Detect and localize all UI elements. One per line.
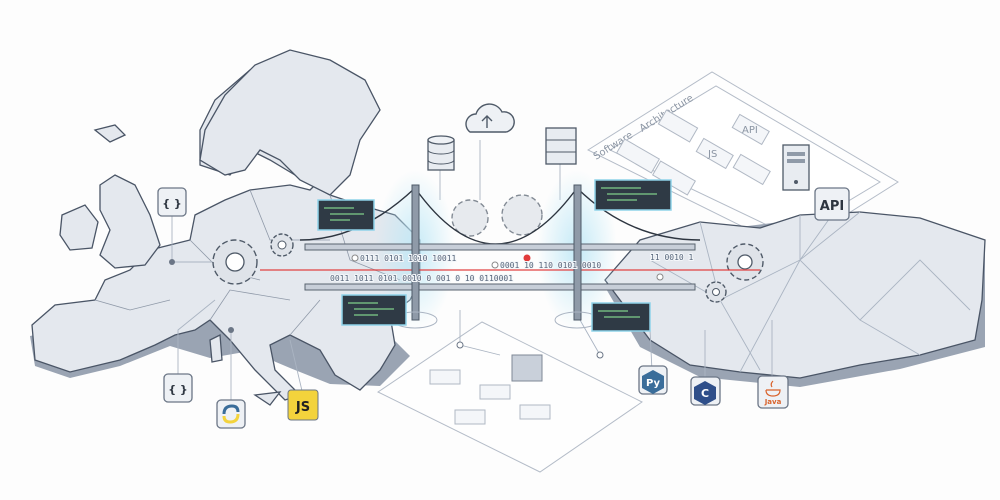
- code-lines: [324, 187, 657, 318]
- gear-icon: [212, 239, 258, 285]
- java-label: Java: [764, 398, 782, 406]
- server-tower-icon: [782, 144, 810, 191]
- lower-diagram-node: [429, 369, 461, 385]
- binary-stream-right: 11 0010 1: [650, 253, 694, 262]
- braces-badge-top: { }: [157, 187, 187, 217]
- server-rack-icon: [545, 127, 577, 165]
- data-packet: [656, 273, 664, 281]
- api-badge: API: [814, 187, 850, 221]
- diagram-node-js: [695, 137, 734, 170]
- bridge-upper-deck: [304, 243, 696, 251]
- sardinia: [209, 333, 223, 363]
- coffee-cup-icon: [765, 380, 781, 397]
- python-icon: [222, 404, 240, 415]
- braces-icon: { }: [162, 197, 182, 210]
- gear-icon: [501, 194, 543, 236]
- csharp-badge: C: [690, 376, 721, 406]
- braces-icon: { }: [168, 383, 188, 396]
- network-node: [456, 341, 464, 349]
- network-node: [596, 351, 604, 359]
- java-badge: Java: [757, 375, 789, 409]
- data-packet: [523, 254, 531, 262]
- database-icon: [427, 135, 455, 171]
- diagram-node: [615, 138, 661, 174]
- gear-icon: [705, 281, 727, 303]
- asia-map: [604, 211, 986, 387]
- data-packet: [351, 254, 359, 262]
- bridge-tower-left: [411, 184, 420, 321]
- binary-stream-upper: 0111 0101 1010 10011: [360, 254, 457, 263]
- code-panel: [317, 199, 375, 231]
- ireland: [59, 204, 99, 251]
- network-node: [228, 327, 234, 333]
- lower-flow-diagram: [377, 321, 643, 473]
- lower-diagram-node: [479, 384, 511, 400]
- js-icon: JS: [295, 400, 310, 415]
- browser-window-icon: [511, 354, 543, 382]
- diagram-node-js-label: JS: [707, 149, 717, 160]
- network-node: [169, 259, 175, 265]
- anatolia-asia-landmass: [604, 211, 986, 379]
- data-packet: [491, 261, 499, 269]
- sicily: [253, 391, 282, 406]
- braces-badge-bottom: { }: [163, 373, 193, 403]
- gear-icon: [726, 243, 764, 281]
- lower-diagram-node: [519, 404, 551, 420]
- diagram-node: [657, 109, 699, 143]
- gears: [212, 194, 764, 303]
- network-connections: [169, 140, 833, 400]
- gear-icon: [451, 199, 489, 237]
- api-badge-label: API: [820, 199, 844, 214]
- diagram-node: [732, 153, 771, 186]
- europe-map: [30, 49, 421, 406]
- code-snippets: [317, 179, 672, 332]
- python-icon: [222, 413, 240, 424]
- great-britain: [99, 174, 161, 269]
- csharp-icon: C: [701, 387, 709, 400]
- lower-diagram-node: [454, 409, 486, 425]
- cloud-upload-icon: [465, 103, 515, 133]
- js-badge: JS: [287, 389, 319, 421]
- python-logo-badge: [216, 399, 246, 429]
- diagram-node-api-label: API: [742, 125, 758, 136]
- code-panel: [591, 302, 651, 332]
- scandinavia: [199, 49, 381, 196]
- binary-stream-lower: 0011 1011 0101 0010 0 001 0 10 0110001: [330, 274, 513, 283]
- bridge-tower-right: [573, 184, 582, 321]
- code-panel: [341, 294, 407, 326]
- iceland: [93, 124, 127, 143]
- diagram-node-api: [731, 113, 770, 146]
- binary-stream-middle: 0001 10 110 0101 0010: [500, 261, 601, 270]
- code-panel: [594, 179, 672, 211]
- python-py-badge: Py: [638, 365, 668, 395]
- bridge-lower-deck: [304, 283, 696, 291]
- py-icon: Py: [646, 378, 661, 389]
- gear-icon: [270, 233, 294, 257]
